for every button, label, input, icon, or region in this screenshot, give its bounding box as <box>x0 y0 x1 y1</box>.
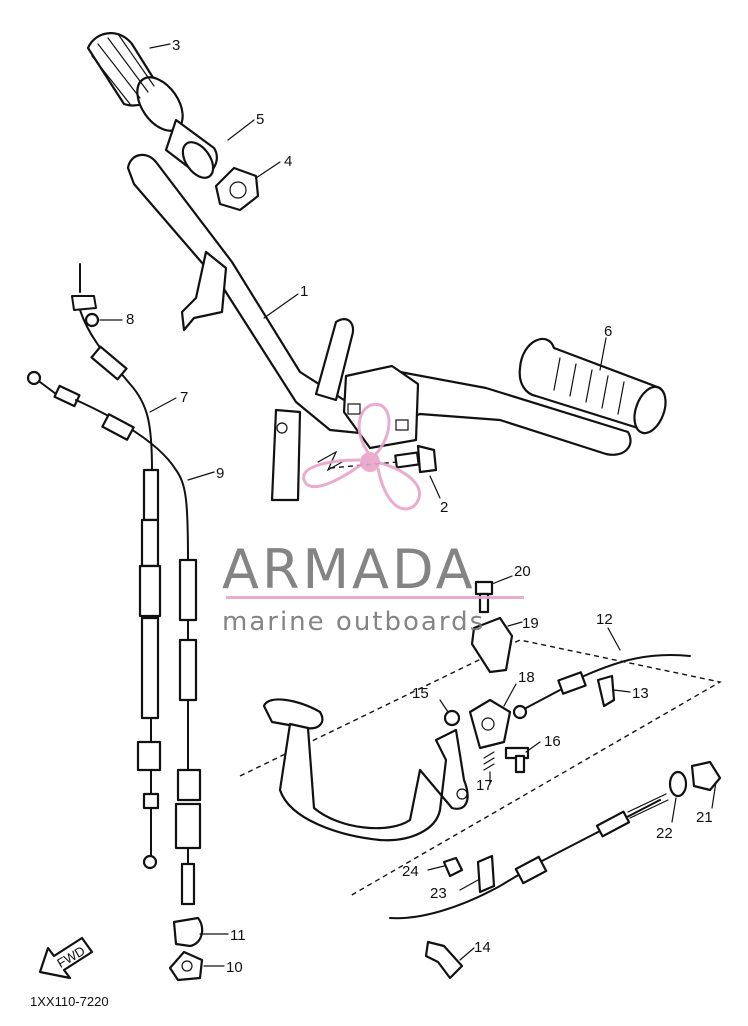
watermark-divider <box>226 596 524 599</box>
watermark-subtitle: marine outboards <box>222 607 485 637</box>
pin-part-16 <box>504 746 530 774</box>
watermark-title: ARMADA <box>222 538 476 601</box>
callout-8: 8 <box>126 311 134 328</box>
right-grip-part-6 <box>518 337 667 435</box>
callout-16: 16 <box>544 733 561 750</box>
callout-15: 15 <box>412 685 429 702</box>
callout-23: 23 <box>430 885 447 902</box>
callout-13: 13 <box>632 685 649 702</box>
brake-cable-part-12 <box>512 653 691 720</box>
pin-part-17 <box>483 751 495 771</box>
bar-end-nut-part-4 <box>214 166 260 212</box>
drawing-code: 1XX110-7220 <box>30 994 109 1009</box>
holder-part-18 <box>468 698 512 750</box>
callout-10: 10 <box>226 959 243 976</box>
callout-24: 24 <box>402 863 419 880</box>
bolt-part-20 <box>474 580 494 614</box>
handlebar-part-1 <box>126 153 632 502</box>
leader-lines <box>99 43 717 967</box>
left-grip-part-3 <box>86 32 184 132</box>
bolt-part-2 <box>317 444 438 474</box>
callout-21: 21 <box>696 809 713 826</box>
assembly-outline <box>239 639 722 897</box>
callout-7: 7 <box>180 389 188 406</box>
grip-collar-part-5 <box>164 118 218 179</box>
callout-labels: 3 5 4 1 2 6 7 8 9 10 11 12 13 14 15 16 1… <box>126 37 713 976</box>
screw-part-24 <box>442 856 464 878</box>
propeller-logo-icon <box>302 403 421 511</box>
clip-part-13 <box>596 674 616 708</box>
armada-watermark: ARMADA marine outboards <box>222 403 524 637</box>
callout-1: 1 <box>300 283 308 300</box>
cap-part-11 <box>172 916 204 948</box>
bracket-part-19 <box>470 616 514 674</box>
callout-14: 14 <box>474 939 491 956</box>
callout-3: 3 <box>172 37 180 54</box>
washer-part-15 <box>443 709 461 727</box>
callout-12: 12 <box>596 611 613 628</box>
callout-9: 9 <box>216 465 224 482</box>
callout-19: 19 <box>522 615 539 632</box>
callout-11: 11 <box>230 927 246 944</box>
callout-17: 17 <box>476 777 493 794</box>
callout-2: 2 <box>440 499 448 516</box>
callout-5: 5 <box>256 111 264 128</box>
callout-6: 6 <box>604 323 612 340</box>
brake-rod-cable-part-14 <box>389 793 669 980</box>
brake-pedal <box>262 698 469 842</box>
callout-22: 22 <box>656 825 673 842</box>
fwd-arrow: FWD <box>38 936 94 980</box>
clutch-cable-part-9 <box>26 370 202 906</box>
nut-part-21 <box>690 760 722 792</box>
washer-part-22 <box>668 770 688 798</box>
callout-20: 20 <box>514 563 531 580</box>
callout-4: 4 <box>284 153 292 170</box>
clip-part-23 <box>476 854 496 894</box>
throttle-cable-part-7 <box>71 263 162 870</box>
screw-part-8 <box>84 312 100 328</box>
callout-18: 18 <box>518 669 535 686</box>
nut-part-10 <box>168 950 204 982</box>
